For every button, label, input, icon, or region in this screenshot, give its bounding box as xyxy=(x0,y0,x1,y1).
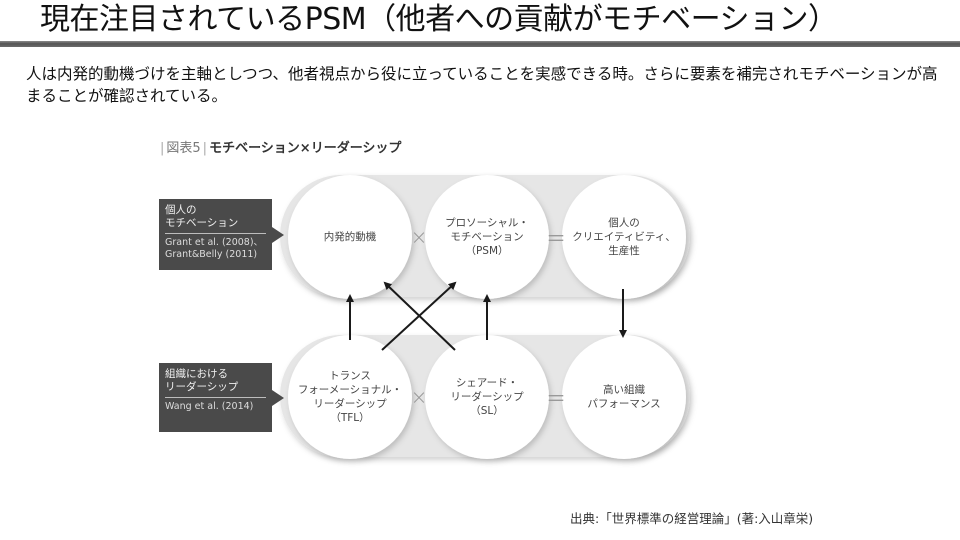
circle-text-line: リーダーシップ xyxy=(450,391,524,403)
circle-text-psm: プロソーシャル・ モチベーション （PSM） xyxy=(427,216,547,258)
lead-text: 人は内発的動機づけを主軸としつつ、他者視点から役に立っていることを実感できる時。… xyxy=(26,65,938,105)
multiply-operator: × xyxy=(410,225,428,249)
equals-operator: ＝ xyxy=(546,386,566,411)
pointer-arrow-icon xyxy=(272,389,284,406)
circle-text-line: リーダーシップ xyxy=(313,398,387,410)
circle-text-line: シェアード・ xyxy=(455,377,519,389)
arrow-tfl-to-psm xyxy=(381,281,457,351)
circle-text-line: 個人の xyxy=(608,217,640,229)
label-organizational-leadership: 組織における リーダーシップ Wang et al. (2014) xyxy=(159,363,284,432)
pointer-arrow-icon xyxy=(272,226,284,243)
circle-text-line: 高い組織 xyxy=(603,384,645,396)
circle-text-line: （PSM） xyxy=(465,245,509,257)
caption-divider: | xyxy=(202,141,208,156)
circle-text-line: クリエイティビティ、 xyxy=(572,231,676,243)
circle-sl xyxy=(425,335,549,459)
circle-text-line: トランス xyxy=(329,370,371,382)
title-divider xyxy=(0,41,960,47)
figure-number: 図表5 xyxy=(166,141,201,156)
circle-text-performance: 高い組織 パフォーマンス xyxy=(564,383,684,411)
multiply-operator: × xyxy=(410,385,428,409)
circle-text-line: プロソーシャル・ xyxy=(445,217,529,229)
circle-text-line: モチベーション xyxy=(450,231,524,243)
figure-title: モチベーション×リーダーシップ xyxy=(209,141,402,156)
equals-operator: ＝ xyxy=(546,226,566,251)
label-reference: Grant et al. (2008)、 Grant&Belly (2011) xyxy=(165,237,266,261)
label-title-line: 組織における xyxy=(165,368,228,380)
source-citation: 出典:「世界標準の経営理論」(著:入山章栄) xyxy=(570,511,814,526)
label-individual-motivation: 個人の モチベーション Grant et al. (2008)、 Grant&B… xyxy=(159,199,284,270)
caption-divider: | xyxy=(160,141,165,156)
label-title: 組織における リーダーシップ xyxy=(165,368,266,398)
label-title-line: 個人の xyxy=(165,204,197,216)
circle-text-sl: シェアード・ リーダーシップ （SL） xyxy=(427,376,547,418)
reference-line: Grant et al. (2008)、 xyxy=(165,237,264,248)
circle-text-intrinsic-motivation: 内発的動機 xyxy=(290,230,410,244)
circle-text-line: フォーメーショナル・ xyxy=(297,384,403,396)
label-reference: Wang et al. (2014) xyxy=(165,401,266,413)
arrow-sl-to-intrinsic xyxy=(383,281,456,351)
figure-caption: |図表5|モチベーション×リーダーシップ xyxy=(158,137,401,156)
circle-intrinsic-motivation xyxy=(288,175,412,299)
slide-title: 現在注目されているPSM（他者への貢献がモチベーション） xyxy=(40,2,838,37)
label-title-line: リーダーシップ xyxy=(165,381,239,393)
circle-psm xyxy=(425,175,549,299)
circle-text-line: パフォーマンス xyxy=(587,398,661,410)
reference-line: Grant&Belly (2011) xyxy=(165,249,258,260)
label-title: 個人の モチベーション xyxy=(165,204,266,234)
circle-creativity xyxy=(562,175,686,299)
circle-tfl xyxy=(288,335,412,459)
circle-performance xyxy=(562,335,686,459)
circle-text-line: （SL） xyxy=(470,405,504,417)
circle-text-line: （TFL） xyxy=(330,412,370,424)
label-title-line: モチベーション xyxy=(165,217,239,229)
circle-text-creativity: 個人の クリエイティビティ、 生産性 xyxy=(564,216,684,258)
reference-line: Wang et al. (2014) xyxy=(165,401,254,412)
circle-text-line: 生産性 xyxy=(608,245,640,257)
circle-text-tfl: トランス フォーメーショナル・ リーダーシップ （TFL） xyxy=(290,369,410,425)
circle-text-line: 内発的動機 xyxy=(323,231,377,243)
